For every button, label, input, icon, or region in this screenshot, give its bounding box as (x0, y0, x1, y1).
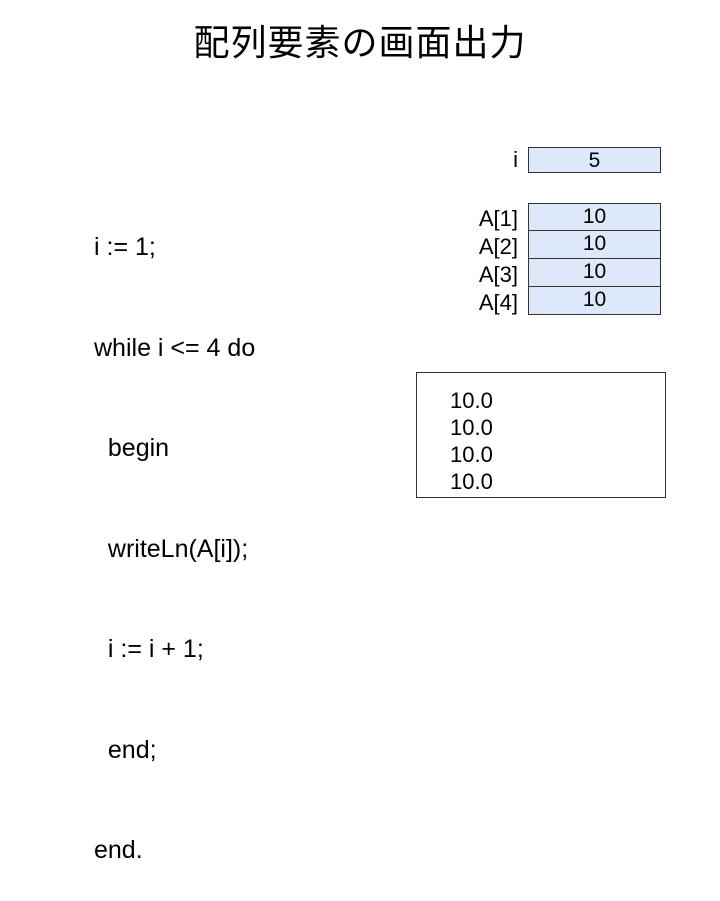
variable-i-label: i (513, 147, 518, 172)
code-line: begin (94, 434, 170, 462)
array-label: A[1] (478, 206, 518, 231)
output-console: 10.0 10.0 10.0 10.0 (416, 372, 666, 498)
array-label: A[3] (478, 262, 518, 287)
code-block: i := 1; while i <= 4 do begin writeLn(A[… (94, 164, 255, 901)
array-labels: A[1] A[2] A[3] A[4] (438, 205, 518, 317)
output-line: 10.0 (450, 469, 493, 494)
array-label: A[2] (478, 234, 518, 259)
variable-i-value: 5 (528, 147, 661, 173)
array-cell: 10 (528, 287, 661, 315)
slide-title: 配列要素の画面出力 (193, 23, 527, 64)
code-line: while i <= 4 do (94, 333, 256, 362)
code-line: end; (94, 735, 157, 764)
array-label: A[4] (478, 290, 518, 315)
output-line: 10.0 (450, 388, 493, 413)
code-line: i := 1; (94, 233, 156, 261)
output-line: 10.0 (450, 442, 493, 467)
array-cells: 10 10 10 10 (528, 203, 661, 315)
code-line: end. (94, 836, 143, 864)
output-line: 10.0 (450, 415, 493, 440)
array-cell: 10 (528, 259, 661, 287)
code-line: i := i + 1; (94, 635, 204, 663)
code-line: writeLn(A[i]); (94, 534, 249, 563)
array-cell: 10 (528, 231, 661, 259)
array-cell: 10 (528, 203, 661, 231)
